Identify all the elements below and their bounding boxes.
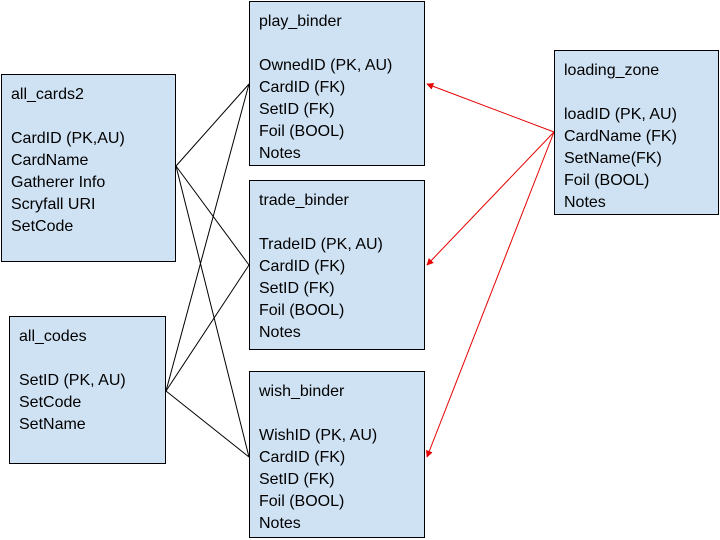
table-field: CardID (PK,AU) xyxy=(11,130,125,147)
table-title: wish_binder xyxy=(259,383,345,400)
table-field: CardName xyxy=(11,152,89,169)
relation-line-all-codes-wish-binder xyxy=(165,390,250,458)
table-field: Gatherer Info xyxy=(11,174,106,191)
table-field: Foil (BOOL) xyxy=(259,493,345,510)
table-field: SetID (FK) xyxy=(259,471,335,488)
table-field: SetID (FK) xyxy=(259,280,335,297)
table-field: SetCode xyxy=(11,218,74,235)
table-field: SetID (FK) xyxy=(259,101,335,118)
table-field: CardID (FK) xyxy=(259,79,346,96)
table-title: all_codes xyxy=(19,328,87,345)
table-field: CardID (FK) xyxy=(259,258,346,275)
table-title: trade_binder xyxy=(259,192,349,209)
table-field: Notes xyxy=(259,515,301,532)
table-field: SetName(FK) xyxy=(564,150,662,167)
table-field: Notes xyxy=(564,194,606,211)
relation-line-all-cards2-trade-binder xyxy=(175,165,250,266)
table-box-all-codes[interactable]: all_codes SetID (PK, AU) SetCode SetName xyxy=(9,316,166,464)
relation-line-all-codes-play-binder xyxy=(165,83,250,392)
table-field: SetName xyxy=(19,416,86,433)
table-box-wish-binder[interactable]: wish_binder WishID (PK, AU) CardID (FK) … xyxy=(249,371,425,538)
table-field: Scryfall URI xyxy=(11,196,96,213)
arrow-loading-zone-wish-binder xyxy=(426,131,555,458)
table-box-loading-zone[interactable]: loading_zone loadID (PK, AU) CardName (F… xyxy=(554,50,719,215)
table-field: Notes xyxy=(259,324,301,341)
arrow-loading-zone-trade-binder xyxy=(426,131,555,266)
table-field: Foil (BOOL) xyxy=(259,302,345,319)
table-field: OwnedID (PK, AU) xyxy=(259,57,393,74)
table-field: WishID (PK, AU) xyxy=(259,427,378,444)
table-field: Foil (BOOL) xyxy=(564,172,650,189)
table-box-trade-binder[interactable]: trade_binder TradeID (PK, AU) CardID (FK… xyxy=(249,180,425,350)
relation-line-all-codes-trade-binder xyxy=(165,264,250,392)
arrow-loading-zone-play-binder xyxy=(426,82,555,133)
table-field: SetID (PK, AU) xyxy=(19,372,126,389)
table-field: CardID (FK) xyxy=(259,449,346,466)
table-title: play_binder xyxy=(259,13,342,30)
table-field: Notes xyxy=(259,145,301,162)
table-field: Foil (BOOL) xyxy=(259,123,345,140)
table-box-all-cards2[interactable]: all_cards2 CardID (PK,AU) CardName Gathe… xyxy=(1,74,176,262)
table-field: loadID (PK, AU) xyxy=(564,106,677,123)
relation-line-all-cards2-wish-binder xyxy=(175,165,250,458)
table-title: all_cards2 xyxy=(11,86,84,103)
relation-line-all-cards2-play-binder xyxy=(175,83,250,167)
table-field: TradeID (PK, AU) xyxy=(259,236,383,253)
table-field: SetCode xyxy=(19,394,82,411)
table-box-play-binder[interactable]: play_binder OwnedID (PK, AU) CardID (FK)… xyxy=(249,1,425,166)
table-field: CardName (FK) xyxy=(564,128,677,145)
table-title: loading_zone xyxy=(564,62,660,79)
